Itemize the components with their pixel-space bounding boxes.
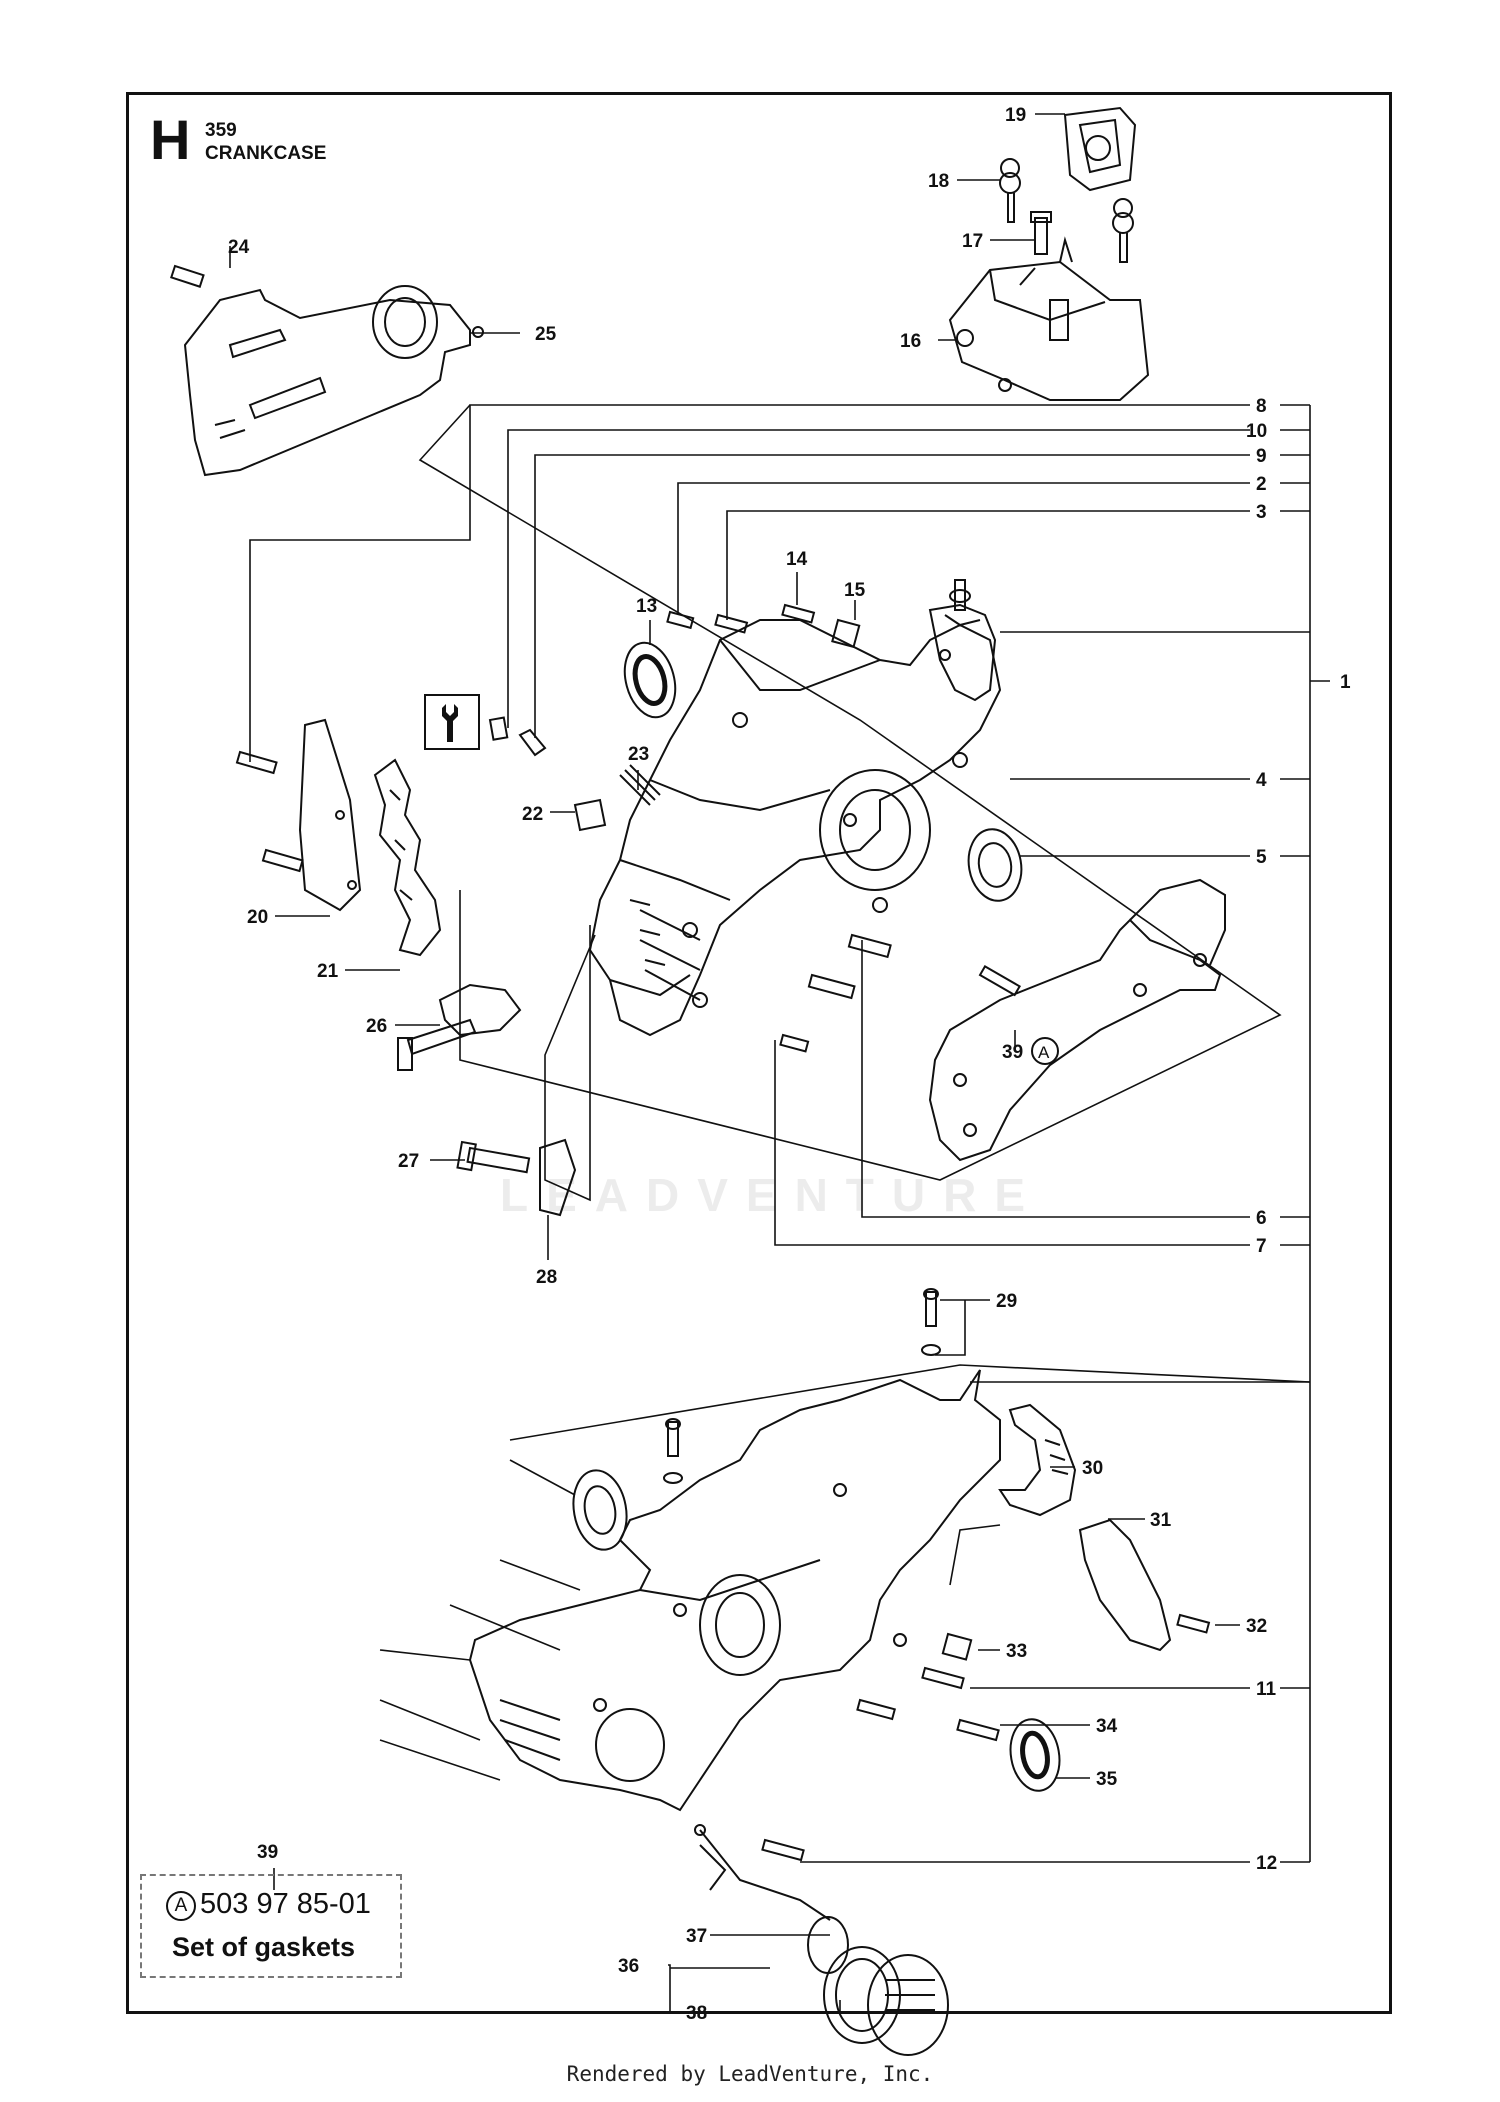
chain-tensioner-part — [397, 983, 522, 1071]
callout-29: 29 — [996, 1291, 1017, 1312]
seal-35-part — [1009, 1718, 1061, 1792]
plate-28-part — [539, 1138, 577, 1217]
wrench-icon — [442, 704, 458, 742]
callout-3: 3 — [1256, 502, 1267, 523]
callout-24: 24 — [228, 237, 250, 258]
knob-part — [999, 158, 1134, 263]
kit-part-number: 503 97 85-01 — [200, 1888, 371, 1920]
callout-11: 11 — [1256, 1679, 1277, 1700]
callout-26: 26 — [366, 1016, 387, 1037]
callout-19: 19 — [1005, 105, 1026, 126]
callout-7: 7 — [1256, 1236, 1267, 1257]
crankcase-upper-part — [588, 619, 1002, 1037]
plug-spring-part — [488, 716, 661, 832]
model-number: 359 — [205, 120, 237, 141]
screw-27-part — [456, 1140, 531, 1174]
callout-21: 21 — [317, 961, 339, 982]
callout-14: 14 — [786, 549, 808, 570]
callout-15: 15 — [844, 580, 866, 601]
callout-17: 17 — [962, 231, 983, 252]
gasket-marker: A — [1038, 1043, 1050, 1062]
callout-33: 33 — [1006, 1641, 1027, 1662]
callout-23: 23 — [628, 744, 649, 765]
kit-description: Set of gaskets — [172, 1932, 356, 1962]
cylinder-cover-part — [948, 236, 1150, 401]
callout-28: 28 — [536, 1267, 557, 1288]
callout-2: 2 — [1256, 474, 1267, 495]
callout-38: 38 — [686, 2003, 707, 2024]
callout-39: 39 — [1002, 1042, 1023, 1063]
leader-lines — [229, 113, 1330, 2013]
chain-guard-part — [170, 264, 484, 477]
gasket-marker-circle — [1031, 1037, 1059, 1065]
screw-left-part — [235, 750, 304, 873]
cover-31-part — [1078, 1518, 1172, 1652]
tank-cap-part — [694, 1824, 949, 2056]
seal-13-part — [623, 641, 677, 719]
gasket-part — [928, 878, 1226, 1162]
callout-5: 5 — [1256, 847, 1267, 868]
guide-plate-20-part — [298, 718, 362, 912]
callout-9: 9 — [1256, 446, 1267, 467]
callout-37: 37 — [686, 1926, 707, 1947]
callout-22: 22 — [522, 804, 543, 825]
brake-band-part — [998, 1403, 1077, 1517]
callout-16: 16 — [900, 331, 921, 352]
footer-credit: Rendered by LeadVenture, Inc. — [566, 2062, 934, 2086]
callout-36: 36 — [618, 1956, 639, 1977]
watermark: LEADVENTURE — [500, 1169, 1044, 1221]
page-title: CRANKCASE — [205, 143, 327, 164]
callout-35: 35 — [1096, 1769, 1118, 1790]
screw-lower-part — [663, 1288, 1211, 1862]
callout-30: 30 — [1082, 1458, 1103, 1479]
kit-callout-number: 39 — [257, 1842, 279, 1863]
cover-screw-part — [1030, 211, 1052, 255]
callout-1: 1 — [1340, 672, 1351, 693]
callout-34: 34 — [1096, 1716, 1118, 1737]
filter-grommet-part — [1063, 106, 1137, 192]
callout-13: 13 — [636, 596, 657, 617]
guide-plate-21-part — [373, 758, 442, 957]
callout-25: 25 — [535, 324, 557, 345]
callout-10: 10 — [1246, 421, 1267, 442]
section-letter: H — [150, 108, 191, 171]
crankcase-lower-part — [468, 1369, 1001, 1812]
tool-box — [424, 694, 480, 750]
screw-14-part — [666, 579, 1022, 1053]
callout-20: 20 — [247, 907, 268, 928]
crankcase-mount-part — [928, 603, 997, 702]
bearing-5-part — [967, 828, 1023, 902]
callout-27: 27 — [398, 1151, 419, 1172]
callout-4: 4 — [1256, 770, 1267, 791]
callout-6: 6 — [1256, 1208, 1267, 1229]
callout-32: 32 — [1246, 1616, 1267, 1637]
callout-numbers: 1 2 3 4 5 6 7 8 9 10 11 12 13 14 15 16 1… — [228, 105, 1351, 2024]
seal-lower-part — [572, 1469, 628, 1551]
kit-marker: A — [166, 1891, 196, 1921]
callout-31: 31 — [1150, 1510, 1172, 1531]
callout-8: 8 — [1256, 396, 1267, 417]
callout-18: 18 — [928, 171, 949, 192]
callout-12: 12 — [1256, 1853, 1277, 1874]
